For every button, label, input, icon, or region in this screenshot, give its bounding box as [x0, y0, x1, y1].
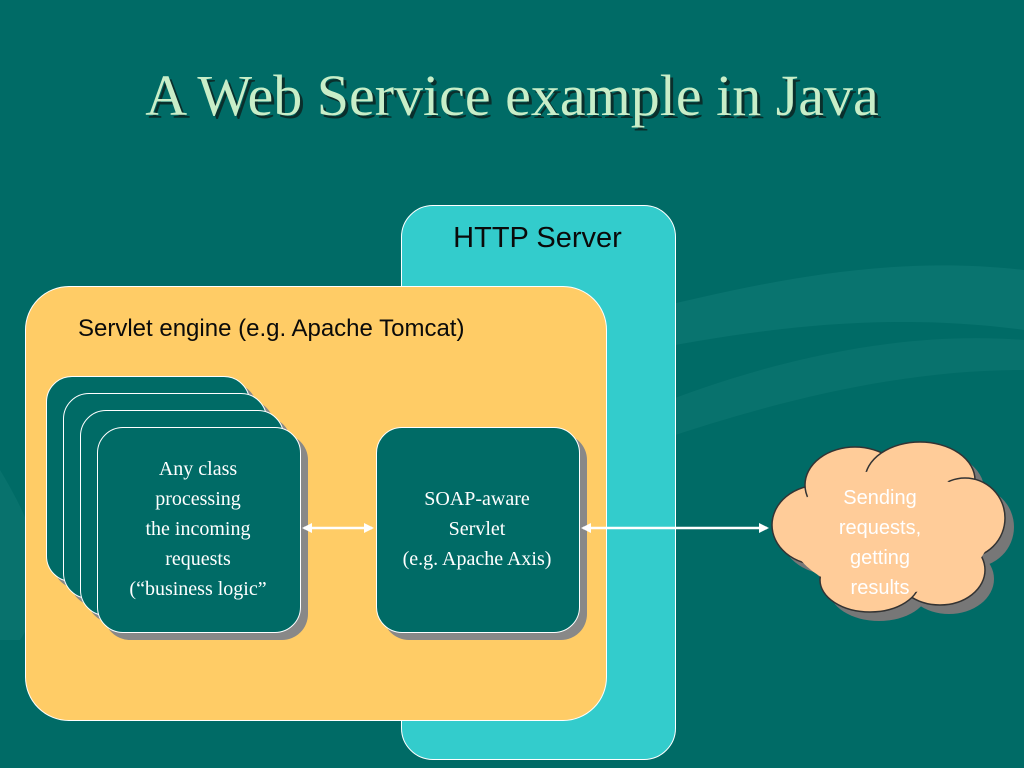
client-cloud-text: Sending requests, getting results — [790, 483, 970, 603]
client-cloud — [771, 441, 1014, 621]
soap-servlet-line: Servlet — [448, 518, 506, 540]
http-server-label: HTTP Server — [453, 222, 622, 254]
cloud-line: getting — [849, 547, 911, 569]
slide-title: A Web Service example in Java — [145, 63, 879, 128]
business-logic-card — [97, 427, 301, 633]
business-logic-line: requests — [165, 548, 231, 570]
soap-servlet-card — [376, 427, 580, 633]
servlet-engine-label: Servlet engine (e.g. Apache Tomcat) — [78, 315, 465, 342]
cloud-line: Sending — [843, 487, 917, 509]
cloud-core — [790, 470, 990, 594]
soap-servlet-line: (e.g. Apache Axis) — [402, 548, 552, 570]
cloud-line: requests, — [838, 517, 922, 539]
business-logic-line: the incoming — [145, 518, 251, 540]
soap-servlet-line: SOAP-aware — [424, 488, 530, 510]
business-logic-line: Any class — [158, 458, 238, 480]
business-logic-line: processing — [155, 488, 241, 510]
business-logic-line: (“business logic” — [129, 578, 267, 600]
business-logic-text: Any class processing the incoming reques… — [97, 454, 299, 604]
soap-servlet-text: SOAP-aware Servlet (e.g. Apache Axis) — [376, 484, 578, 574]
cloud-line: results — [850, 577, 910, 599]
